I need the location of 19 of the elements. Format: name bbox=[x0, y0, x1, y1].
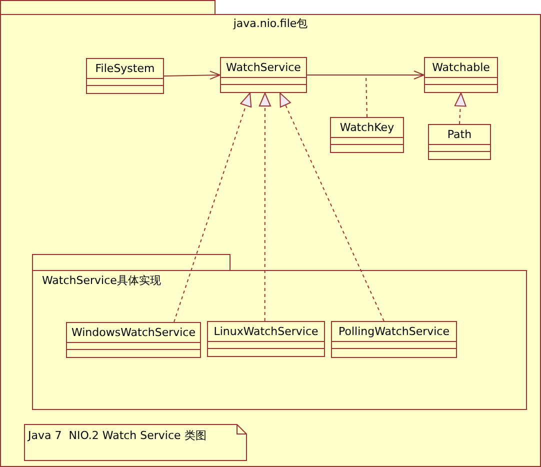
note bbox=[24, 424, 247, 461]
class-box: LinuxWatchService bbox=[207, 321, 325, 357]
association-arrow bbox=[164, 70, 220, 80]
realization-arrow bbox=[258, 92, 271, 322]
class-box: WatchService bbox=[220, 57, 307, 93]
class-box: FileSystem bbox=[86, 58, 164, 94]
package-frame bbox=[32, 254, 527, 410]
class-box: PollingWatchService bbox=[331, 321, 457, 358]
class-box: WindowsWatchService bbox=[66, 322, 201, 358]
package-name: java.nio.file包 bbox=[232, 16, 309, 31]
realization-arrow bbox=[174, 92, 252, 322]
note-text: Java 7 NIO.2 Watch Service 类图 bbox=[28, 428, 206, 443]
realization-arrow bbox=[280, 92, 384, 322]
class-box: Watchable bbox=[424, 57, 498, 93]
package-name: WatchService具体实现 bbox=[42, 273, 161, 288]
realization-arrow bbox=[454, 92, 466, 124]
class-box: WatchKey bbox=[330, 117, 404, 153]
association-arrow bbox=[306, 70, 424, 80]
class-box: Path bbox=[428, 124, 491, 160]
